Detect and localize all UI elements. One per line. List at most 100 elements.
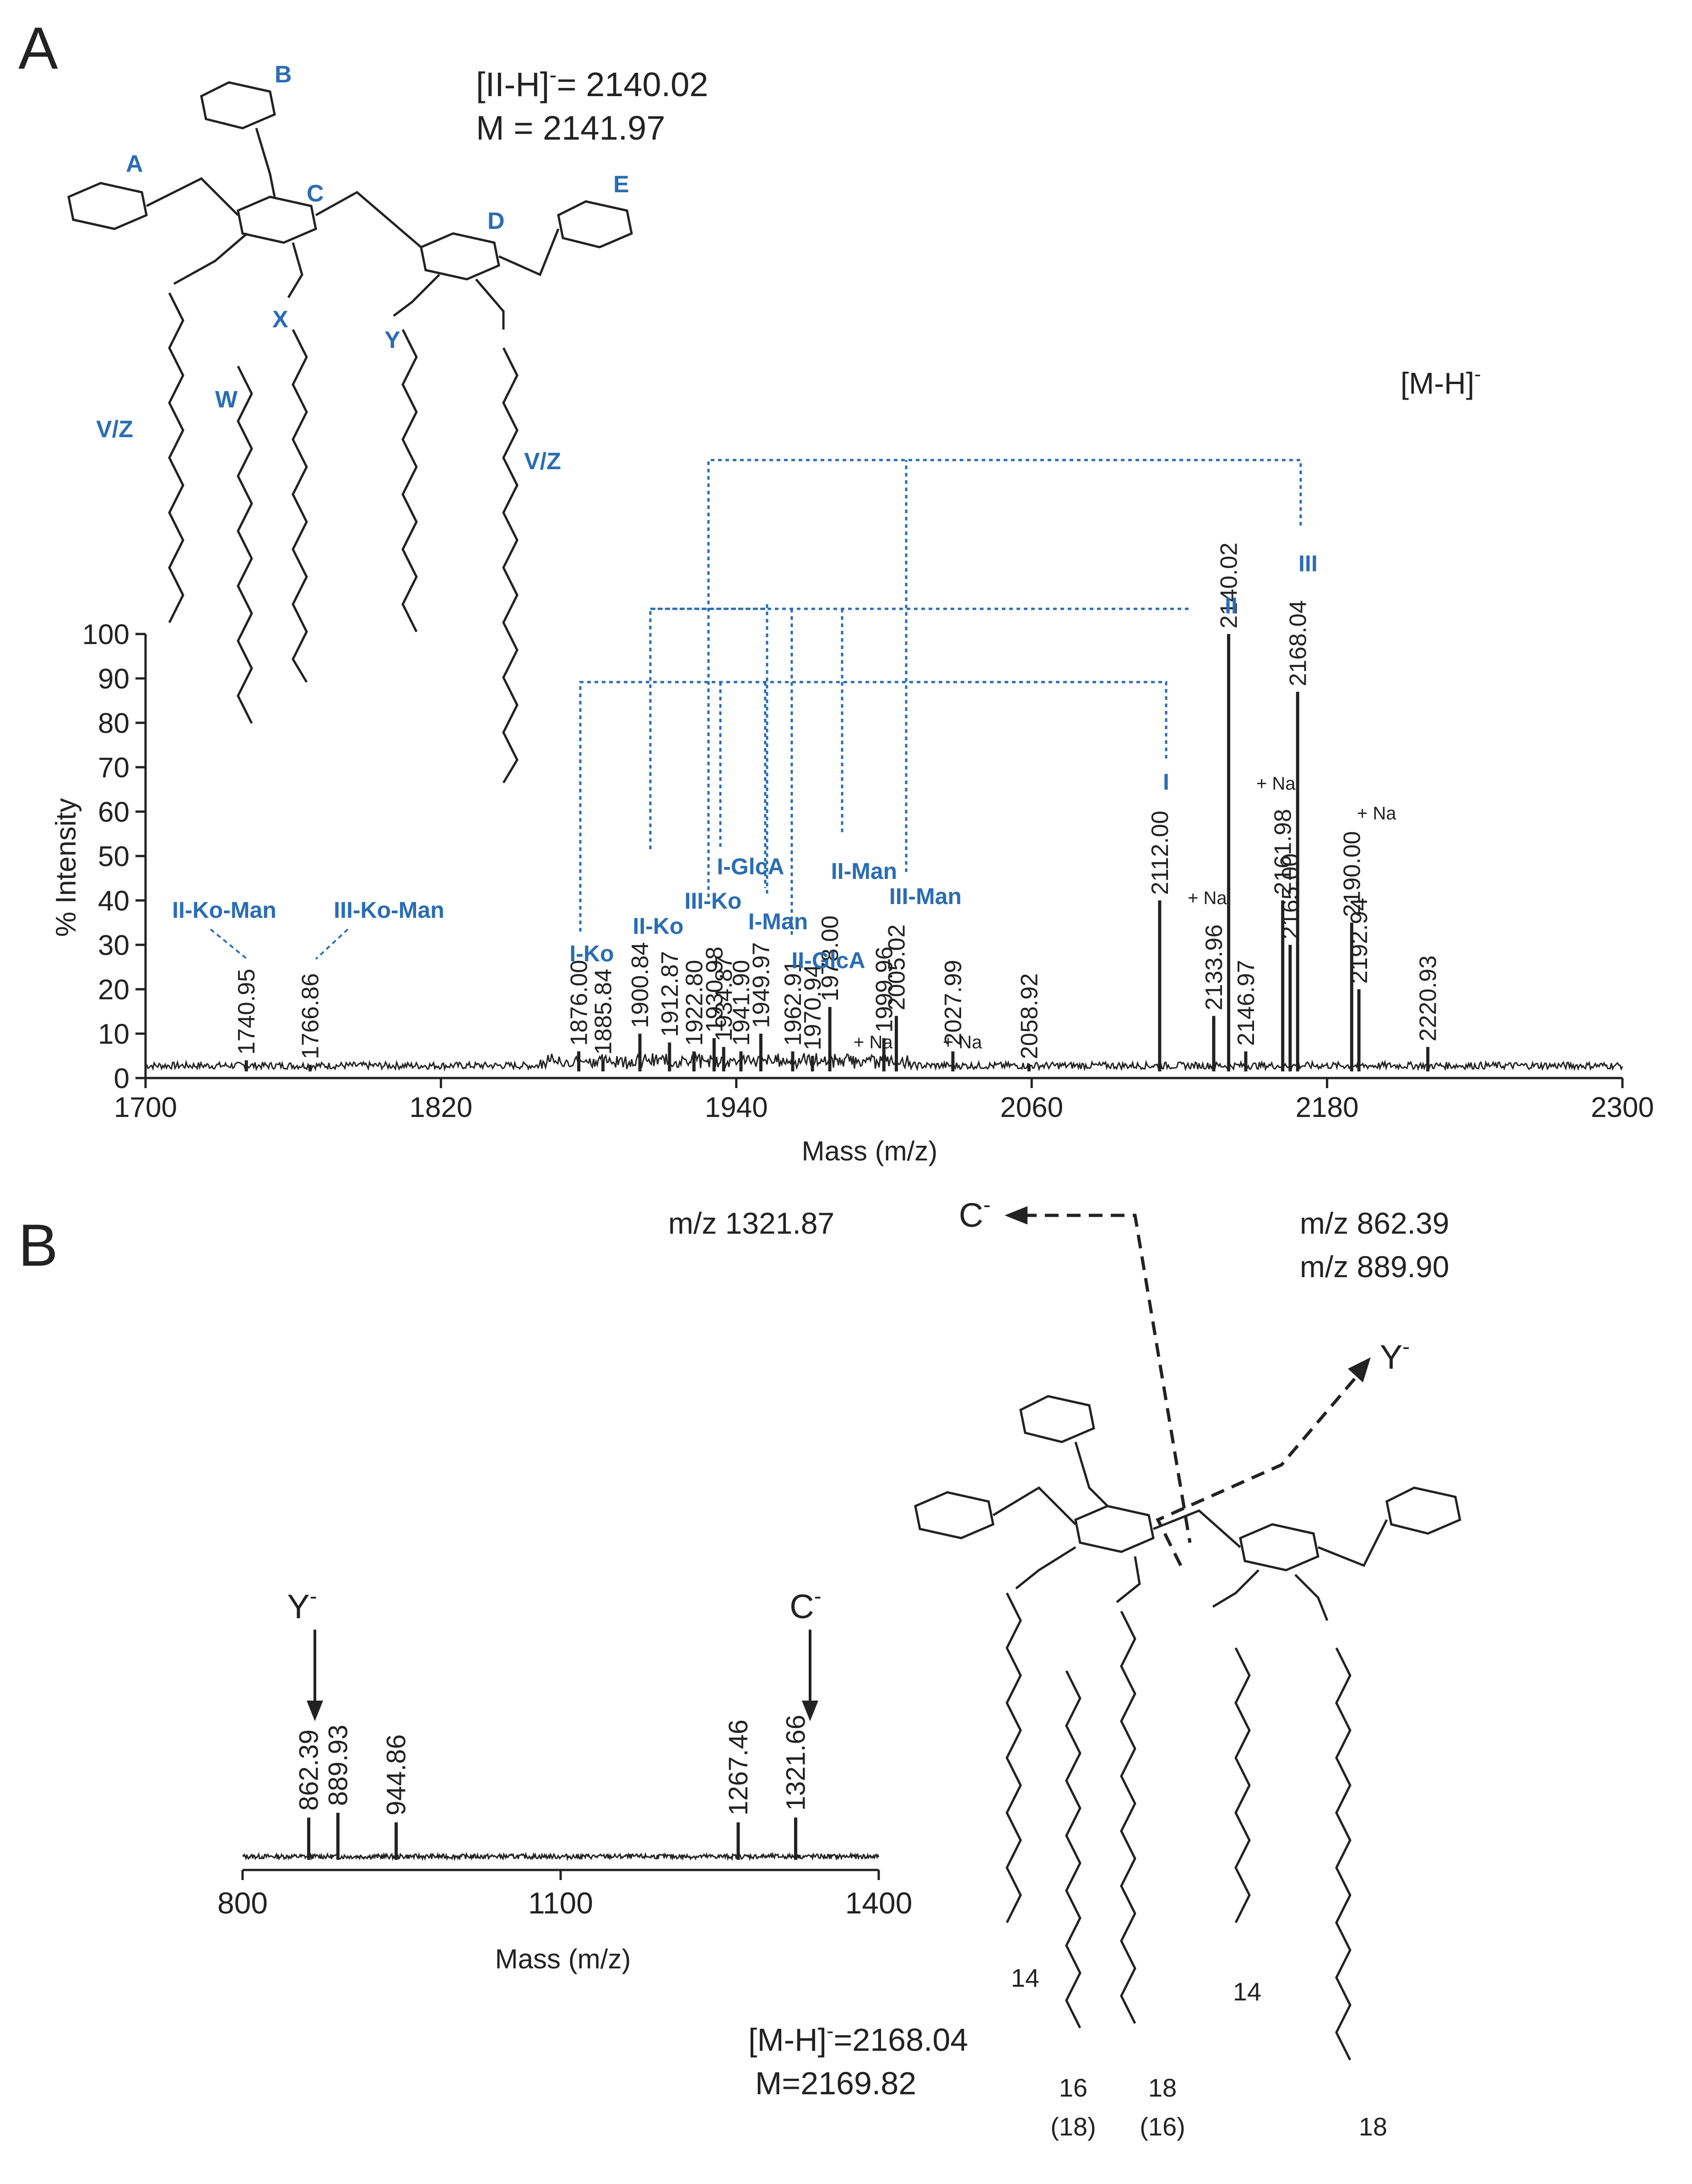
- spectrum-baseline: [242, 1852, 880, 1862]
- peak-label: 1934.87: [711, 955, 737, 1041]
- c-ion-label-spectrum: C-: [789, 1584, 821, 1626]
- peak-label: 1962.91: [780, 960, 806, 1046]
- x-tick-label: 2180: [1296, 1092, 1359, 1123]
- ring-label-d: D: [487, 208, 505, 234]
- fragment-label-iii-ko: III-Ko: [685, 888, 742, 914]
- y-tick-label: 70: [98, 752, 130, 784]
- peak-label: 2168.04: [1285, 600, 1311, 686]
- peak-label: 1949.97: [748, 942, 774, 1028]
- panel-b-letter: B: [18, 1212, 58, 1279]
- fragment-label-ii-man: II-Man: [831, 858, 897, 884]
- panel-a-formula-ion: [II-H]-= 2140.02: [476, 63, 708, 103]
- fragment-label-i-man: I-Man: [748, 909, 808, 934]
- ring-label-c: C: [307, 180, 324, 207]
- c-ion-arrowhead: [1005, 1206, 1027, 1225]
- na-label: + Na: [1256, 774, 1296, 794]
- chain-length: 14: [1233, 1977, 1261, 2006]
- peak-label: 2190.00: [1339, 831, 1365, 917]
- chain-length: 16: [1059, 2073, 1087, 2102]
- fragment-label-i-glca: I-GlcA: [717, 854, 784, 879]
- y-ion-label-spectrum: Y-: [287, 1584, 317, 1626]
- peak-label: 1321.66: [781, 1715, 811, 1811]
- cleavage-arrows: [1023, 1214, 1361, 1566]
- chain-label-y: Y: [384, 327, 400, 353]
- peak-label: 1766.86: [297, 973, 324, 1059]
- x-tick-label: 1940: [705, 1092, 768, 1123]
- lipid-a-structure-a: [67, 81, 633, 784]
- panel-a-formula-mass: M = 2141.97: [476, 109, 665, 147]
- peak-label: 2146.97: [1233, 960, 1260, 1046]
- peak-label: 2165.00: [1277, 853, 1304, 939]
- y-tick-label: 30: [98, 930, 130, 961]
- x-tick-label: 800: [217, 1886, 268, 1920]
- spectrum-arrows: [314, 1630, 811, 1703]
- peak-label: 2192.94: [1346, 898, 1373, 984]
- panel-b-formula-mass: M=2169.82: [755, 2065, 916, 2101]
- peak-label: 2140.02: [1216, 542, 1243, 629]
- panel-b-mz-1321: m/z 1321.87: [668, 1206, 834, 1240]
- peak-label: 1267.46: [724, 1719, 753, 1815]
- panel-b-mz-889: m/z 889.90: [1300, 1250, 1449, 1284]
- peak-label: 1885.84: [590, 969, 617, 1055]
- peak-label: 1740.95: [233, 969, 260, 1055]
- fragment-labels: III II I I-Ko II-Ko III-Ko I-GlcA I-Man …: [172, 551, 1318, 973]
- y-ion-arrowhead: [1348, 1357, 1371, 1382]
- chain-length: (16): [1140, 2112, 1185, 2141]
- peak-label: 2027.99: [940, 960, 967, 1046]
- na-label: + Na: [1188, 888, 1227, 908]
- peak-label: 1970.94: [800, 965, 826, 1051]
- peak-label: 1978.00: [817, 916, 843, 1002]
- fragment-connectors: [579, 459, 1302, 936]
- chart-a-ylabel: % Intensity: [50, 798, 82, 937]
- panel-a-ion-note: [M-H]-: [1400, 363, 1481, 400]
- na-label: + Na: [943, 1032, 982, 1052]
- chain-length: (18): [1050, 2112, 1096, 2141]
- y-tick-label: 90: [98, 663, 130, 695]
- ring-label-b: B: [275, 61, 292, 88]
- na-label: + Na: [854, 1032, 893, 1052]
- x-tick-label: 1100: [528, 1886, 593, 1920]
- fragment-label-ii-ko-man: II-Ko-Man: [172, 897, 276, 923]
- peak-label: 2005.02: [883, 924, 910, 1010]
- ring-label-e: E: [613, 171, 629, 198]
- chain-length: 18: [1148, 2073, 1177, 2102]
- peak-label: 2133.96: [1201, 924, 1227, 1010]
- ko-man-leaders: [210, 928, 349, 960]
- c-spectrum-arrowhead: [802, 1701, 818, 1721]
- x-tick-label: 1820: [409, 1092, 472, 1123]
- panel-b-formula-ion: [M-H]-=2168.04: [748, 2019, 968, 2058]
- peak-label: 2220.93: [1415, 955, 1442, 1041]
- y-tick-label: 20: [98, 974, 130, 1006]
- x-tick-label: 2060: [1000, 1092, 1063, 1123]
- y-ion-label-top: Y-: [1380, 1335, 1410, 1376]
- y-tick-label: 40: [98, 885, 130, 917]
- peak-label: 1941.90: [728, 960, 755, 1046]
- peak-label: 1922.80: [681, 960, 708, 1046]
- sodium-adduct-labels: + Na + Na + Na + Na + Na: [854, 774, 1396, 1052]
- peak-label: 889.93: [323, 1725, 353, 1806]
- y-tick-label: 100: [82, 619, 130, 650]
- peak-label: 2058.92: [1016, 973, 1043, 1059]
- structure-a-ring-labels: A B C D E X W Y V/Z V/Z: [96, 61, 629, 475]
- c-ion-label-top: C-: [959, 1193, 990, 1234]
- peak-label: 1930.98: [701, 947, 728, 1033]
- ring-label-a: A: [126, 151, 143, 177]
- peak-label: 944.86: [382, 1734, 411, 1815]
- chain-length: 14: [1011, 1963, 1039, 1992]
- fragment-label-iii-man: III-Man: [889, 883, 962, 909]
- chain-label-x: X: [272, 306, 288, 333]
- chart-b-xlabel: Mass (m/z): [495, 1944, 631, 1974]
- fragment-label-i-ko: I-Ko: [569, 941, 614, 966]
- x-tick-label: 2300: [1591, 1092, 1654, 1123]
- fragment-label-ii-ko: II-Ko: [632, 913, 683, 939]
- y-tick-label: 10: [98, 1019, 130, 1050]
- fragment-label-ii: II: [1225, 593, 1238, 618]
- peak-label: 862.39: [294, 1729, 324, 1810]
- fragment-label-i: I: [1163, 769, 1169, 795]
- y-tick-label: 50: [98, 841, 130, 873]
- peak-label: 1876.00: [566, 960, 593, 1046]
- chain-label-vz-left: V/Z: [96, 416, 133, 443]
- peak-label: 1900.84: [627, 942, 654, 1028]
